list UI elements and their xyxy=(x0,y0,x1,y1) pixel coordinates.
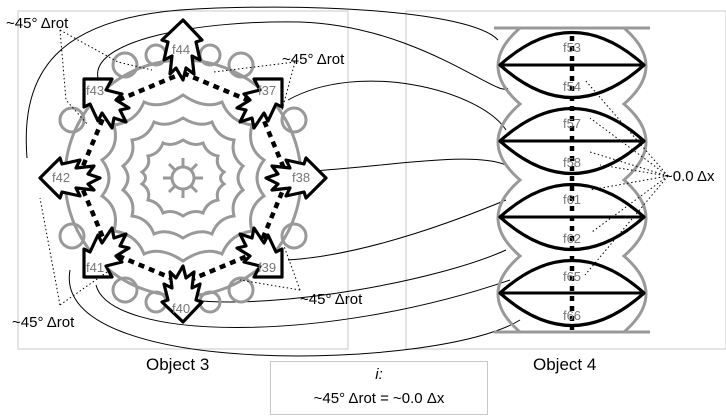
connector-curves xyxy=(25,6,521,357)
arrow-f42 xyxy=(38,156,102,200)
label-f40: f40 xyxy=(172,301,190,316)
rot-annotation-top-left: ~45° Δrot xyxy=(6,15,69,32)
label-f62: f62 xyxy=(563,231,581,246)
legend-equation: ~45° Δrot = ~0.0 Δx xyxy=(313,390,445,407)
label-f65: f65 xyxy=(563,269,581,284)
label-f44: f44 xyxy=(172,42,190,57)
label-f43: f43 xyxy=(86,83,104,98)
arrow-f38 xyxy=(264,156,328,200)
rot-annotation-bottom-left: ~45° Δrot xyxy=(12,314,75,331)
object3-caption: Object 3 xyxy=(146,355,210,374)
legend-title: i: xyxy=(375,366,383,383)
label-f39: f39 xyxy=(258,260,276,275)
gray-scallops xyxy=(58,43,308,314)
object3-frame xyxy=(17,10,349,350)
label-f54: f54 xyxy=(563,79,581,94)
gray-left-bulges xyxy=(496,26,523,334)
label-f66: f66 xyxy=(563,308,581,323)
object4-figure xyxy=(494,26,650,334)
label-f41: f41 xyxy=(86,260,104,275)
arrow-f40 xyxy=(160,264,204,324)
legend-box: i: ~45° Δrot = ~0.0 Δx xyxy=(270,361,488,415)
arrow-f43 xyxy=(82,77,131,130)
arrow-f37 xyxy=(235,77,284,130)
object4-caption: Object 4 xyxy=(533,355,597,374)
label-f53: f53 xyxy=(563,40,581,55)
annotation-leaders xyxy=(39,29,669,306)
label-f61: f61 xyxy=(563,192,581,207)
arrow-f39 xyxy=(235,226,284,279)
label-f37: f37 xyxy=(258,83,276,98)
object3-figure xyxy=(38,18,328,324)
label-f57: f57 xyxy=(563,116,581,131)
label-f58: f58 xyxy=(563,155,581,170)
label-f42: f42 xyxy=(52,170,70,185)
gray-inner-rings xyxy=(99,93,267,263)
object4-labels: f53 f54 f57 f58 f61 f62 f65 f66 xyxy=(563,40,581,323)
gray-right-bulges xyxy=(621,26,648,334)
dx-annotation: ~0.0 Δx xyxy=(664,168,715,185)
arrow-f44 xyxy=(160,18,204,82)
annotation-texts: ~45° Δrot ~45° Δrot ~45° Δrot ~45° Δrot … xyxy=(6,15,715,331)
object4-frame xyxy=(405,10,726,350)
rot-annotation-top-right: ~45° Δrot xyxy=(282,51,345,68)
object3-labels: f44 f37 f38 f39 f40 f41 f42 f43 xyxy=(52,42,310,316)
arrow-f41 xyxy=(82,226,131,279)
lens-stack xyxy=(498,30,646,330)
rot-annotation-bottom-right: ~45° Δrot xyxy=(300,291,363,308)
label-f38: f38 xyxy=(292,170,310,185)
